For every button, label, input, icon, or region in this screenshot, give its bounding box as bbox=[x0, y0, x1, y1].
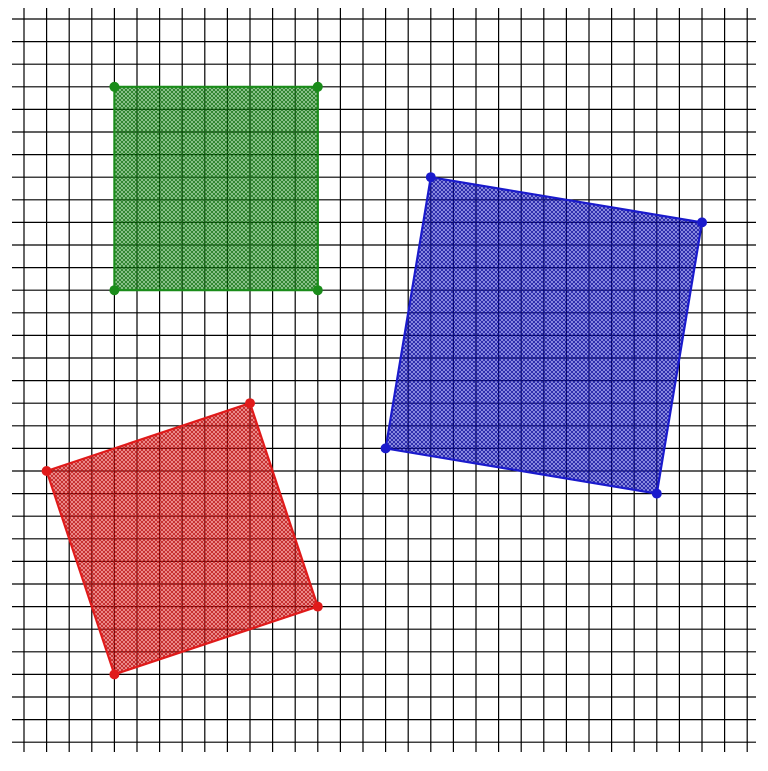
red-square-vertex-3[interactable] bbox=[312, 601, 323, 612]
green-square-vertex-4[interactable] bbox=[109, 285, 120, 296]
red-square bbox=[41, 398, 323, 680]
red-square-vertex-1[interactable] bbox=[41, 466, 52, 476]
blue-square bbox=[380, 172, 707, 499]
red-square-vertex-4[interactable] bbox=[109, 669, 120, 680]
green-square bbox=[109, 81, 323, 296]
blue-square-vertex-2[interactable] bbox=[697, 217, 707, 228]
green-square-fill bbox=[113, 85, 319, 292]
blue-square-vertex-3[interactable] bbox=[651, 488, 662, 499]
green-square-vertex-2[interactable] bbox=[312, 81, 323, 92]
blue-square-vertex-4[interactable] bbox=[380, 443, 391, 454]
red-square-fill bbox=[45, 401, 320, 676]
red-square-vertex-2[interactable] bbox=[245, 398, 255, 409]
blue-square-fill bbox=[384, 175, 704, 495]
green-square-vertex-1[interactable] bbox=[109, 81, 120, 92]
green-square-vertex-3[interactable] bbox=[312, 285, 323, 296]
blue-square-vertex-1[interactable] bbox=[425, 172, 436, 183]
shapes bbox=[41, 81, 707, 680]
